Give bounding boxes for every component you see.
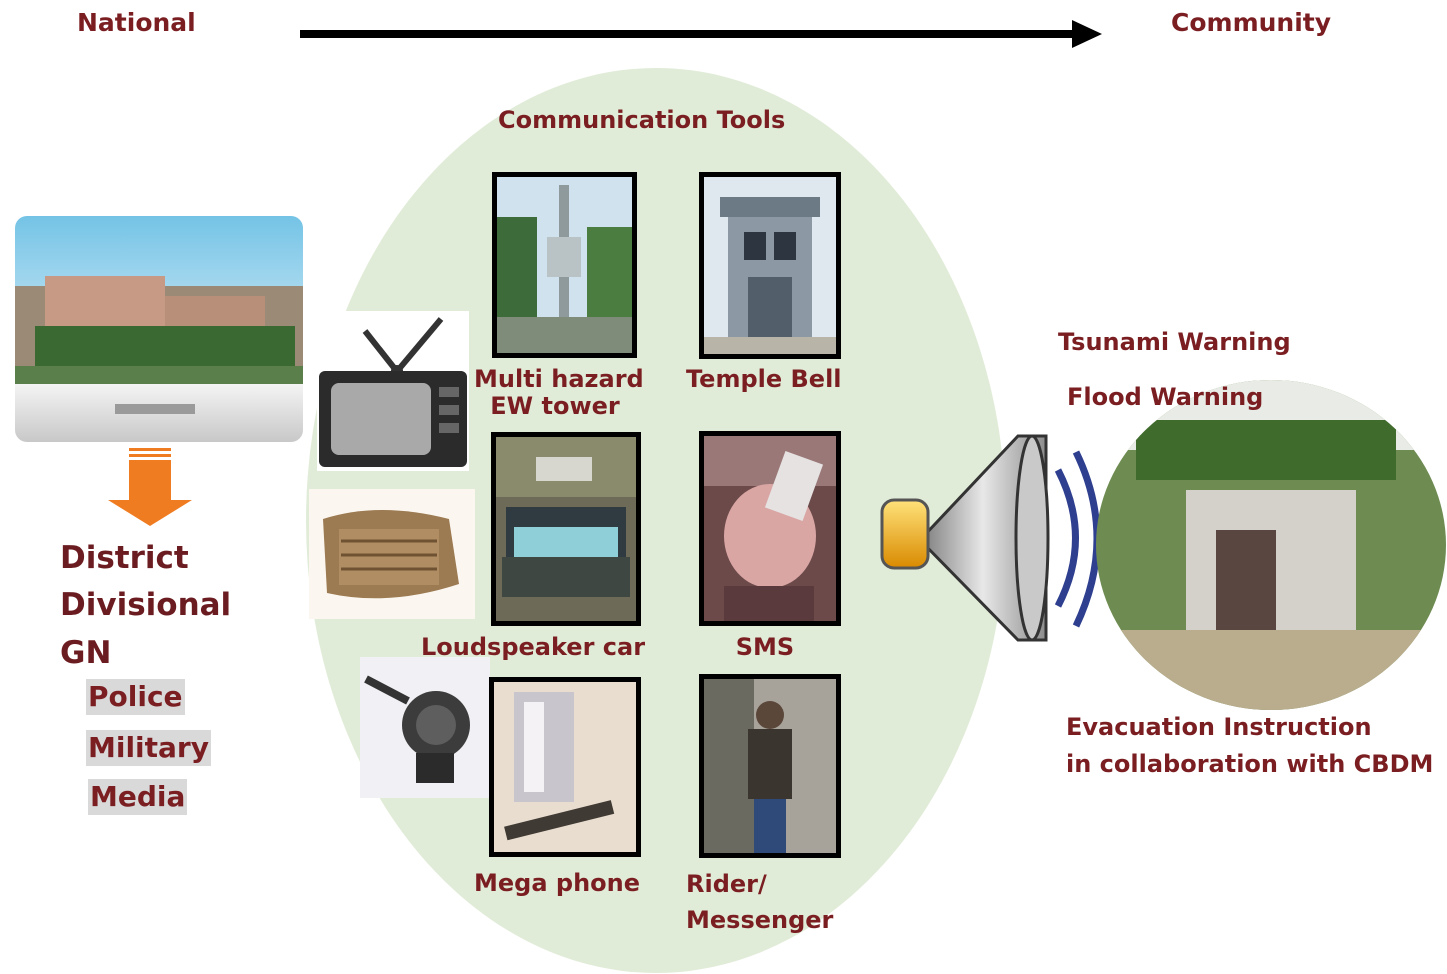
agency-police: Police <box>86 679 185 715</box>
television-icon <box>317 311 469 471</box>
rider-messenger-photo <box>699 674 841 858</box>
tool-label-temple-bell: Temple Bell <box>686 365 842 393</box>
tool-label-loudspeaker-car: Loudspeaker car <box>421 633 646 661</box>
tool-label-mega-phone: Mega phone <box>474 869 641 897</box>
ew-tower-photo <box>492 172 637 358</box>
communication-tools-title: Communication Tools <box>498 106 786 134</box>
axis-start-label: National <box>77 8 196 37</box>
agency-military: Military <box>86 730 211 766</box>
level-gn: GN <box>60 635 112 671</box>
loudspeaker-icon <box>880 434 1101 642</box>
level-district: District <box>60 540 189 576</box>
government-building-image <box>15 216 303 442</box>
tool-label-ew-tower: Multi hazard EW tower <box>474 365 644 420</box>
national-to-community-arrow <box>300 20 1102 48</box>
loudspeaker-car-photo <box>491 432 641 626</box>
mega-phone-photo <box>489 677 641 857</box>
evacuation-instruction-label: Evacuation Instruction in collaboration … <box>1066 713 1434 778</box>
axis-end-label: Community <box>1171 8 1332 37</box>
community-photo <box>1096 380 1446 710</box>
radio-icon <box>309 489 475 619</box>
temple-bell-photo <box>699 172 841 359</box>
agency-media: Media <box>88 779 188 815</box>
tsunami-warning-label: Tsunami Warning <box>1058 328 1291 356</box>
down-arrow-icon <box>108 448 192 526</box>
tool-label-sms: SMS <box>735 633 795 661</box>
tool-label-rider: Rider/ Messenger <box>686 870 834 934</box>
flood-warning-label: Flood Warning <box>1067 383 1264 411</box>
sms-photo <box>699 431 841 626</box>
level-divisional: Divisional <box>60 587 232 623</box>
megaphone-device-icon <box>360 657 490 798</box>
